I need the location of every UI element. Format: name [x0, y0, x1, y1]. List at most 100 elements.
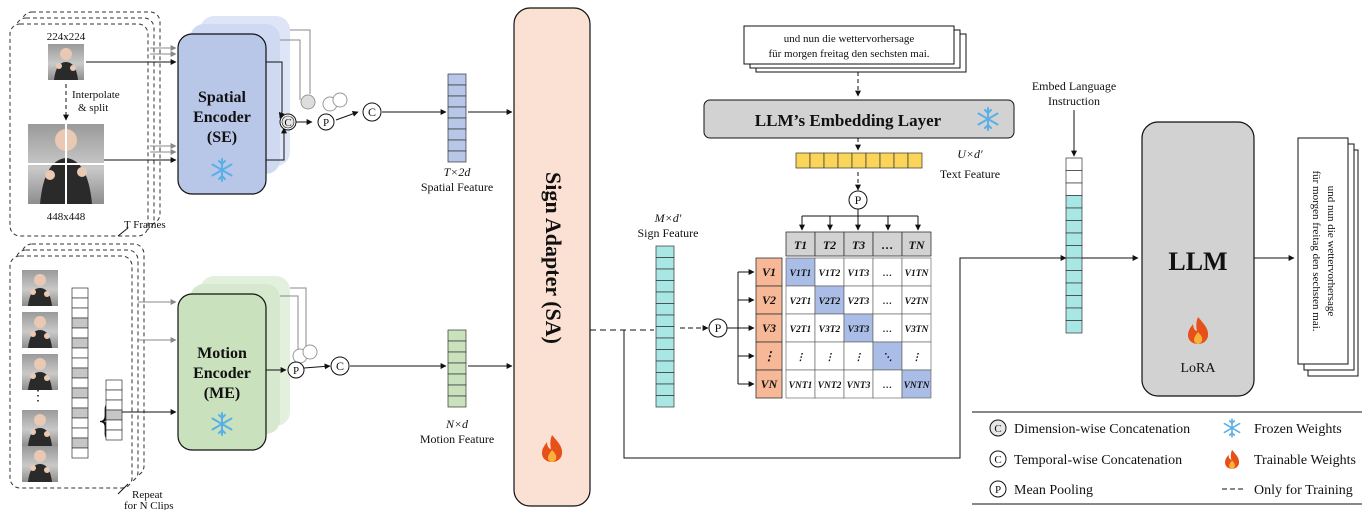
matrix-cell-text: ⋱ — [883, 353, 893, 363]
clip-index-bar — [71, 287, 89, 459]
clip-index-cell — [71, 297, 89, 309]
spatial-feature-cell — [447, 139, 467, 152]
sign-feature-cell — [655, 395, 675, 408]
sign-feature-cell — [655, 326, 675, 339]
output-text-line1: und nun die wettervorhersage — [1325, 186, 1337, 317]
frame-stack-spatial — [9, 11, 161, 237]
llm-input-cell — [1065, 245, 1083, 259]
matrix-cell — [843, 257, 874, 287]
repeat-label-1: Repeat — [132, 489, 163, 501]
text-feature-bar — [795, 152, 923, 169]
clip-index-cell — [71, 447, 89, 459]
sign-feature-cell — [655, 280, 675, 293]
matrix-row-header — [755, 313, 783, 343]
text-feature-cell — [837, 152, 853, 169]
matrix-col-header-text: T2 — [823, 238, 836, 252]
clip-index-cell — [71, 427, 89, 439]
legend-trainable: Trainable Weights — [1254, 453, 1356, 468]
sign-feature-cell — [655, 349, 675, 362]
sign-feature-cell — [655, 360, 675, 373]
llm-input-cell — [1065, 220, 1083, 234]
llm-label: LLM — [1168, 247, 1227, 276]
matrix-cell — [872, 285, 903, 315]
sign-feature-bar — [655, 245, 675, 408]
matrix-cell — [872, 369, 903, 399]
spatial-encoder — [177, 16, 290, 195]
matrix-cell-text: V2T1 — [790, 325, 812, 335]
matrix-cell — [785, 285, 816, 315]
matrix-col-header — [901, 231, 932, 257]
se-temporal-concat-symbol: C — [362, 102, 382, 122]
motion-encoder — [177, 276, 290, 451]
matrix-cell — [843, 313, 874, 343]
matrix-cell — [872, 313, 903, 343]
spatial-feature-cell — [447, 84, 467, 97]
motion-feature-cell — [447, 384, 467, 397]
embed-instruction-line2: Instruction — [1048, 94, 1100, 108]
matrix-col-header-text: T1 — [794, 238, 807, 252]
matrix-cell-text: V3T3 — [848, 325, 870, 335]
llm-input-cell — [1065, 282, 1083, 296]
llm-input-cell — [1065, 307, 1083, 321]
matrix-cell-text: V2TN — [905, 297, 930, 307]
matrix-row-header-text: VN — [761, 377, 779, 391]
matrix-cell — [843, 341, 874, 371]
legend-snowflake-icon — [1223, 418, 1241, 438]
text-feature-cell — [879, 152, 895, 169]
text-feature-cell — [809, 152, 825, 169]
legend-training-only: Only for Training — [1254, 483, 1353, 498]
spatial-feature-cell — [447, 73, 467, 86]
svg-text:P: P — [995, 484, 1001, 496]
llm-input-cell — [1065, 295, 1083, 309]
clip-index-cell — [71, 417, 89, 429]
text-feature-dim: U×d′ — [957, 147, 983, 161]
embedding-layer-label: LLM’s Embedding Layer — [755, 111, 942, 130]
se-label-3: (SE) — [207, 129, 237, 146]
clip-selection-cell — [105, 379, 123, 391]
matrix-row-header-text: ⋮ — [763, 349, 775, 363]
matrix-cell — [814, 285, 845, 315]
matrix-cell-text: V1T3 — [848, 269, 870, 279]
matrix-cell-text: ⋮ — [854, 353, 864, 363]
text-input-line1: und nun die wettervorhersage — [784, 33, 915, 45]
embed-instruction-line1: Embed Language — [1032, 79, 1116, 93]
motion-feature-cell — [447, 329, 467, 342]
clip-selection-cell — [105, 409, 123, 421]
svg-text:C: C — [284, 117, 291, 129]
llm-input-cell — [1065, 257, 1083, 271]
matrix-cell — [814, 313, 845, 343]
se-concat-symbol: C — [279, 113, 297, 131]
input-frame-split — [28, 124, 104, 204]
res-small-label: 224x224 — [47, 31, 86, 43]
llm-block — [1141, 121, 1255, 397]
sign-adapter-label: Sign Adapter (SA) — [541, 172, 566, 344]
legend-mean-pooling: Mean Pooling — [1014, 483, 1093, 498]
me-label-1: Motion — [197, 345, 247, 362]
motion-feature-dim: N×d — [445, 417, 469, 431]
matrix-cell-text: V2T3 — [848, 297, 870, 307]
interp-label-2: & split — [78, 102, 108, 114]
matrix-col-header-text: … — [882, 238, 894, 252]
matrix-row-header-text: V3 — [762, 321, 776, 335]
matrix-col-header — [843, 231, 874, 257]
motion-feature-cell — [447, 340, 467, 353]
se-label-2: Encoder — [193, 109, 251, 126]
clip-index-cell — [71, 387, 89, 399]
text-feature-cell — [795, 152, 811, 169]
llm-input-cell — [1065, 157, 1083, 171]
spatial-feature-bar — [447, 73, 467, 163]
matrix-cell-text: V1T1 — [790, 269, 812, 279]
svg-text:P: P — [855, 193, 862, 207]
spatial-feature-cell — [447, 95, 467, 108]
t-frames-label: T Frames — [124, 219, 166, 231]
llm-input-cell — [1065, 207, 1083, 221]
matrix-cell — [872, 341, 903, 371]
matrix-cell-text: ⋮ — [796, 353, 806, 363]
matrix-cell-text: … — [883, 269, 893, 279]
clip-index-cell — [71, 377, 89, 389]
sign-feature-cell — [655, 257, 675, 270]
llm-input-cell — [1065, 232, 1083, 246]
